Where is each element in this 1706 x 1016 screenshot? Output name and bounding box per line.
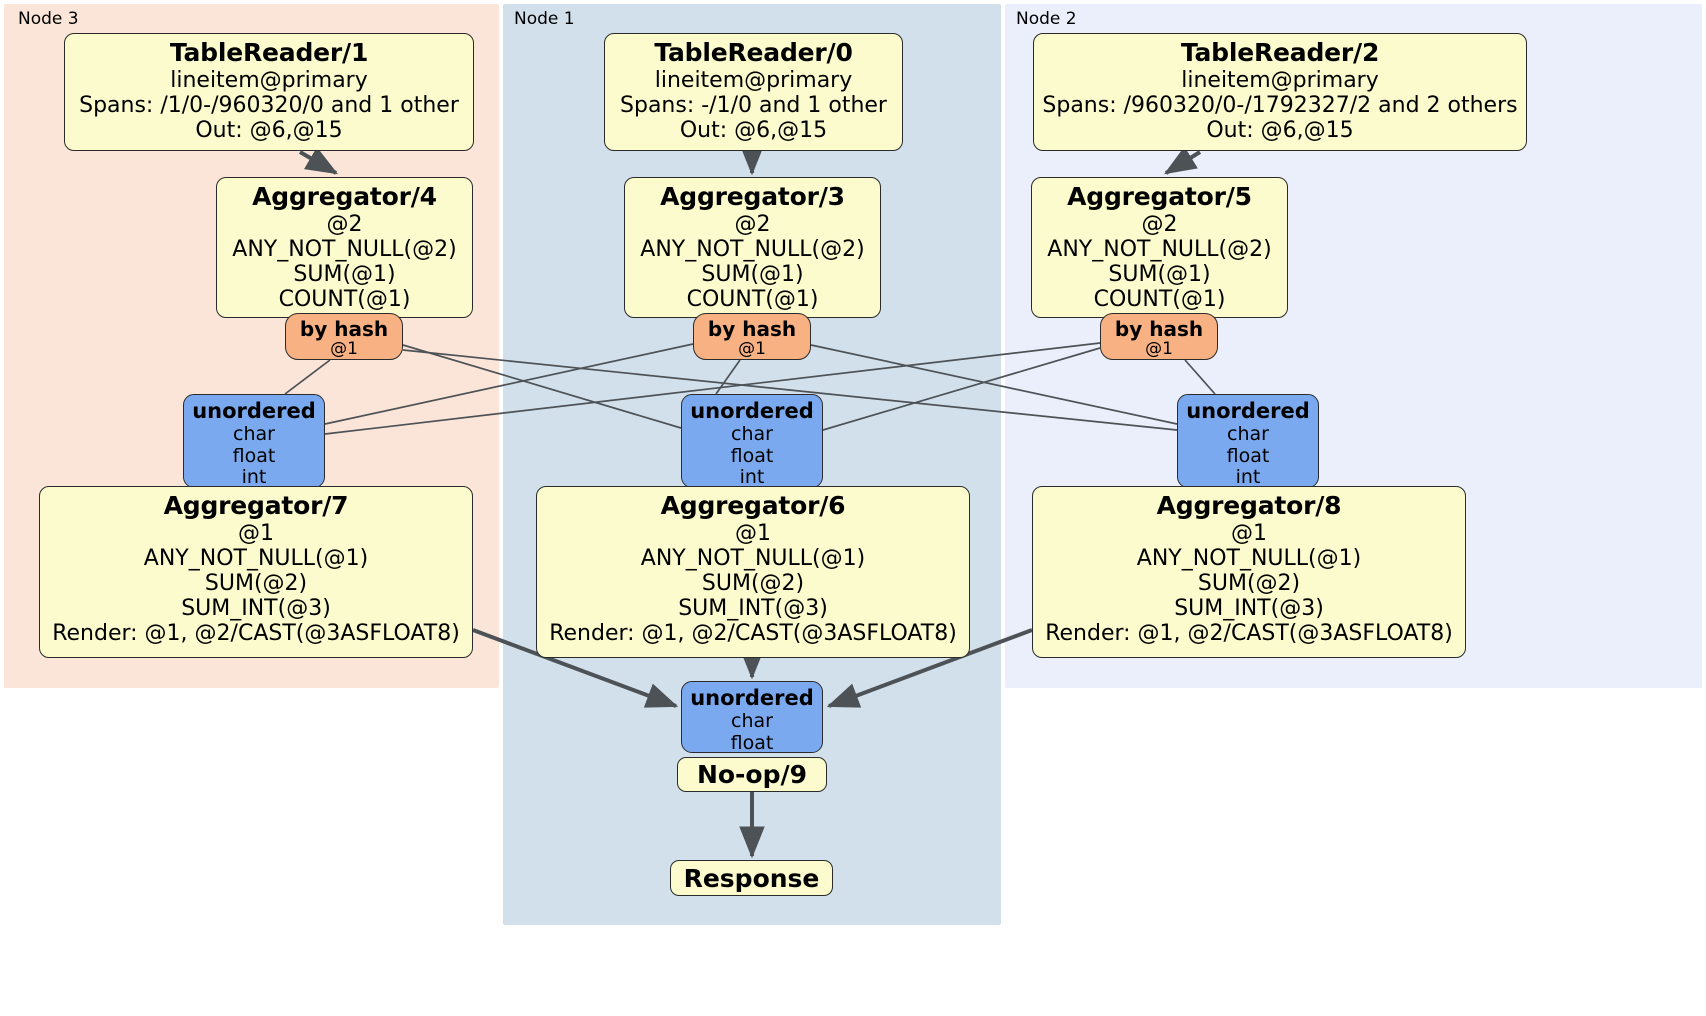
- sync-unordered-final[interactable]: unordered char float: [681, 681, 823, 753]
- node-noop-9[interactable]: No-op/9: [677, 757, 827, 792]
- sync-unordered-7[interactable]: unordered char float int: [183, 394, 325, 488]
- node-title: TableReader/2: [1180, 38, 1380, 67]
- cluster-label-node-2: Node 2: [1016, 9, 1077, 29]
- node-line: ANY_NOT_NULL(@2): [232, 236, 457, 262]
- router-by-hash-3[interactable]: by hash @1: [693, 313, 811, 360]
- node-line: ANY_NOT_NULL(@1): [640, 545, 866, 571]
- node-aggregator-7[interactable]: Aggregator/7 @1 ANY_NOT_NULL(@1) SUM(@2)…: [39, 486, 473, 658]
- router-title: by hash: [299, 317, 389, 341]
- node-line: Out: @6,@15: [679, 117, 828, 143]
- node-line: @2: [734, 211, 771, 237]
- node-aggregator-3[interactable]: Aggregator/3 @2 ANY_NOT_NULL(@2) SUM(@1)…: [624, 177, 881, 318]
- node-line: @2: [1141, 211, 1178, 237]
- node-line: Spans: /960320/0-/1792327/2 and 2 others: [1042, 92, 1518, 118]
- node-line: COUNT(@1): [1093, 286, 1226, 312]
- node-line: lineitem@primary: [654, 67, 853, 93]
- node-line: SUM_INT(@3): [1174, 595, 1324, 621]
- sync-title: unordered: [1186, 399, 1310, 423]
- sync-line: int: [739, 466, 765, 489]
- node-aggregator-8[interactable]: Aggregator/8 @1 ANY_NOT_NULL(@1) SUM(@2)…: [1032, 486, 1466, 658]
- node-line: COUNT(@1): [278, 286, 411, 312]
- node-line: Render: @1, @2/CAST(@3ASFLOAT8): [549, 620, 957, 646]
- node-aggregator-5[interactable]: Aggregator/5 @2 ANY_NOT_NULL(@2) SUM(@1)…: [1031, 177, 1288, 318]
- router-line: @1: [330, 339, 358, 359]
- node-line: SUM_INT(@3): [181, 595, 331, 621]
- sync-line: float: [1226, 444, 1270, 467]
- node-line: ANY_NOT_NULL(@1): [143, 545, 369, 571]
- sync-line: char: [731, 709, 773, 732]
- node-response[interactable]: Response: [670, 860, 833, 896]
- node-title: Aggregator/5: [1067, 182, 1252, 211]
- sync-unordered-8[interactable]: unordered char float int: [1177, 394, 1319, 488]
- sync-unordered-6[interactable]: unordered char float int: [681, 394, 823, 488]
- node-line: Spans: /1/0-/960320/0 and 1 other: [79, 92, 459, 118]
- node-line: SUM(@1): [701, 261, 804, 287]
- node-title: Aggregator/4: [252, 182, 437, 211]
- node-line: lineitem@primary: [1181, 67, 1379, 93]
- node-line: Spans: -/1/0 and 1 other: [620, 92, 887, 118]
- node-line: SUM(@2): [204, 570, 308, 596]
- node-tablereader-2[interactable]: TableReader/2 lineitem@primary Spans: /9…: [1033, 33, 1527, 151]
- router-by-hash-4[interactable]: by hash @1: [285, 313, 403, 360]
- node-line: ANY_NOT_NULL(@2): [640, 236, 865, 262]
- node-line: ANY_NOT_NULL(@2): [1047, 236, 1272, 262]
- sync-line: char: [233, 422, 275, 445]
- node-line: Render: @1, @2/CAST(@3ASFLOAT8): [1045, 620, 1453, 646]
- node-line: Out: @6,@15: [1206, 117, 1354, 143]
- node-title: Aggregator/6: [660, 491, 846, 520]
- node-line: SUM(@1): [293, 261, 396, 287]
- sync-line: int: [241, 466, 267, 489]
- node-title: Aggregator/3: [660, 182, 845, 211]
- node-line: @2: [326, 211, 363, 237]
- sync-line: char: [1227, 422, 1269, 445]
- cluster-label-node-3: Node 3: [18, 9, 79, 29]
- node-line: COUNT(@1): [686, 286, 819, 312]
- sync-line: int: [1235, 466, 1261, 489]
- cluster-label-node-1: Node 1: [514, 9, 575, 29]
- node-line: lineitem@primary: [170, 67, 368, 93]
- router-line: @1: [738, 339, 766, 359]
- node-title: Aggregator/8: [1156, 491, 1342, 520]
- router-title: by hash: [1114, 317, 1204, 341]
- node-title: TableReader/1: [169, 38, 369, 67]
- sync-title: unordered: [690, 399, 814, 423]
- node-line: SUM(@2): [701, 570, 805, 596]
- node-line: ANY_NOT_NULL(@1): [1136, 545, 1362, 571]
- node-aggregator-4[interactable]: Aggregator/4 @2 ANY_NOT_NULL(@2) SUM(@1)…: [216, 177, 473, 318]
- node-line: Out: @6,@15: [195, 117, 343, 143]
- node-line: SUM_INT(@3): [678, 595, 828, 621]
- sync-line: float: [730, 444, 774, 467]
- router-title: by hash: [707, 317, 797, 341]
- node-title: Aggregator/7: [163, 491, 349, 520]
- node-line: SUM(@1): [1108, 261, 1211, 287]
- node-line: SUM(@2): [1197, 570, 1301, 596]
- sync-line: float: [730, 731, 774, 754]
- node-line: @1: [735, 520, 771, 546]
- router-by-hash-5[interactable]: by hash @1: [1100, 313, 1218, 360]
- sync-line: float: [232, 444, 276, 467]
- node-line: @1: [238, 520, 274, 546]
- node-line: Render: @1, @2/CAST(@3ASFLOAT8): [52, 620, 460, 646]
- sync-title: unordered: [690, 686, 814, 710]
- node-tablereader-1[interactable]: TableReader/1 lineitem@primary Spans: /1…: [64, 33, 474, 151]
- node-tablereader-0[interactable]: TableReader/0 lineitem@primary Spans: -/…: [604, 33, 903, 151]
- node-title: TableReader/0: [654, 38, 853, 67]
- sync-line: char: [731, 422, 773, 445]
- node-aggregator-6[interactable]: Aggregator/6 @1 ANY_NOT_NULL(@1) SUM(@2)…: [536, 486, 970, 658]
- router-line: @1: [1145, 339, 1173, 359]
- sync-title: unordered: [192, 399, 316, 423]
- node-line: @1: [1231, 520, 1267, 546]
